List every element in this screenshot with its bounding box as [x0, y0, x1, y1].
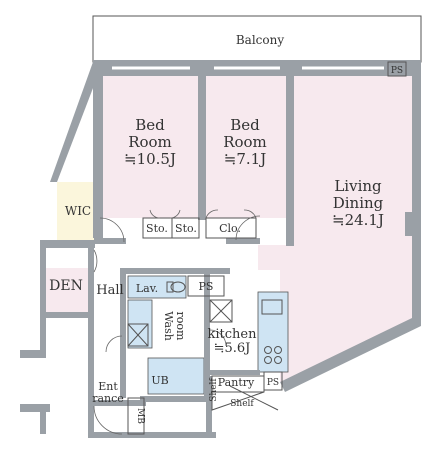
- mb-label: MB: [135, 408, 145, 424]
- balcony-label: Balcony: [236, 33, 284, 47]
- ps-lav-label: PS: [199, 280, 214, 293]
- hall-label: Hall: [96, 283, 123, 298]
- bedroom-1-floor: [100, 76, 198, 218]
- bedroom-2-name-line1: Bed: [230, 116, 260, 134]
- ub-label: UB: [151, 374, 168, 387]
- shelf-vertical-label: Shelf: [209, 378, 219, 402]
- bedroom-1-name-line2: Room: [128, 133, 172, 151]
- wic-label: WIC: [65, 204, 91, 218]
- bedroom-1-size: ≒10.5J: [124, 150, 176, 168]
- kitchen-size: ≒5.6J: [214, 341, 251, 356]
- den-floor: [42, 268, 92, 312]
- bedroom-2-floor: [206, 76, 286, 218]
- shelf-horizontal-label: Shelf: [230, 399, 254, 409]
- lav-label: Lav.: [136, 282, 158, 295]
- balcony-area: [92, 15, 422, 63]
- ps-top-label: PS: [391, 66, 403, 76]
- entrance-name-line2: rance: [92, 392, 124, 405]
- kitchen-counter: [257, 291, 289, 373]
- pantry-label: Pantry: [218, 376, 255, 389]
- wic-floor: [57, 182, 98, 240]
- ps-pantry-label: PS: [267, 378, 279, 388]
- clo-label: Clo.: [219, 222, 241, 235]
- washroom-name-line2: room: [174, 312, 187, 342]
- bedroom-2-size: ≒7.1J: [224, 150, 266, 168]
- sto-2-label: Sto.: [175, 222, 197, 235]
- sto-1-label: Sto.: [146, 222, 168, 235]
- washroom-name-line1: Wash: [162, 311, 175, 341]
- living-size: ≒24.1J: [332, 211, 384, 229]
- living-name-line1: Living: [334, 177, 382, 195]
- bedroom-1-name-line1: Bed: [135, 116, 165, 134]
- bathtub: [147, 357, 205, 395]
- bedroom-2-name-line2: Room: [223, 133, 267, 151]
- den-label: DEN: [49, 278, 83, 294]
- entrance-name-line1: Ent: [98, 380, 118, 393]
- living-name-line2: Dining: [333, 194, 384, 212]
- living-area-floor: [258, 76, 412, 382]
- kitchen-name: kitchen: [208, 327, 258, 342]
